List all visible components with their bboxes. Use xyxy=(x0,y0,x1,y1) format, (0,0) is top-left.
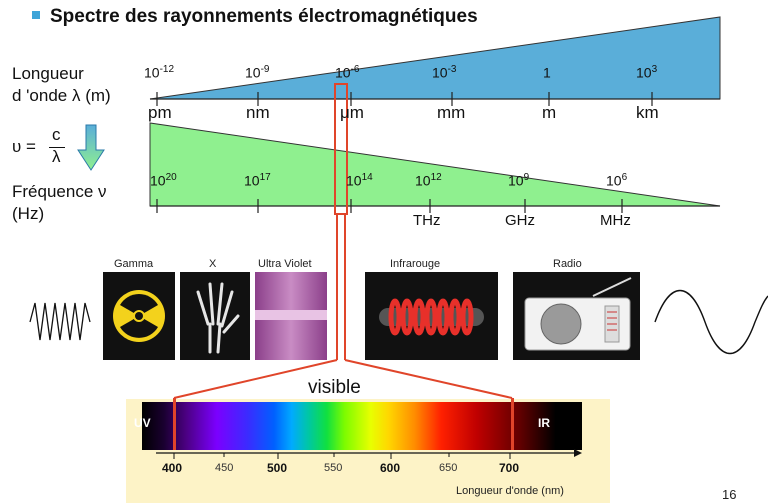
frequency-unit-mhz: MHz xyxy=(600,212,631,229)
wavelength-exp-1: 10-9 xyxy=(245,64,270,81)
wavelength-exp-2: 10-6 xyxy=(335,64,360,81)
guide-funnel-right xyxy=(344,359,513,399)
wavelength-unit-m: m xyxy=(542,103,557,122)
wavelength-unit-nm: nm xyxy=(246,103,270,122)
visible-axis-title: Longueur d'onde (nm) xyxy=(456,485,564,497)
uv-label: UV xyxy=(134,416,151,430)
wavelength-unit-km: km xyxy=(636,103,659,122)
formula-lhs: υ = xyxy=(12,137,36,156)
guide-funnel-left xyxy=(173,359,338,399)
frequency-unit-thz: THz xyxy=(413,212,441,229)
caption-infrarouge: Infrarouge xyxy=(390,258,441,270)
caption-ultraviolet: Ultra Violet xyxy=(258,258,312,270)
frequency-formula: υ = c λ xyxy=(12,125,72,170)
frequency-label-line1: Fréquence ν xyxy=(12,182,107,201)
frequency-exp-5: 106 xyxy=(606,172,628,189)
wavelength-exp-4: 1 xyxy=(543,64,551,81)
caption-gamma: Gamma xyxy=(114,258,154,270)
page-number: 16 xyxy=(722,487,737,502)
visible-label: visible xyxy=(308,377,361,398)
formula-bar xyxy=(49,147,65,148)
frequency-exp-1: 1017 xyxy=(244,172,271,189)
title-text: Spectre des rayonnements électromagnétiq… xyxy=(50,6,478,27)
visible-guide-band xyxy=(334,83,348,215)
xray-picture xyxy=(180,272,250,360)
visible-axis xyxy=(156,449,582,459)
visible-spectrum-panel: UV IR 400 450 500 550 600 650 700 Longue… xyxy=(126,398,610,503)
long-wave-icon xyxy=(654,290,768,354)
title-bullet-icon xyxy=(32,10,40,19)
wavelength-exp-0: 10-12 xyxy=(144,64,175,81)
conversion-arrow-icon xyxy=(77,124,105,171)
wavelength-label-line1: Longueur xyxy=(12,64,84,83)
caption-radio: Radio xyxy=(553,258,582,270)
caption-x: X xyxy=(209,258,217,270)
frequency-wedge xyxy=(149,122,721,207)
short-wave-icon xyxy=(29,302,91,341)
wavelength-unit-mm: mm xyxy=(437,103,466,122)
marker-700 xyxy=(511,398,514,450)
frequency-ticks xyxy=(156,199,623,213)
visible-spectrum-gradient xyxy=(142,402,582,450)
tick-550: 550 xyxy=(324,462,343,474)
frequency-exp-4: 109 xyxy=(508,172,530,189)
wavelength-exp-3: 10-3 xyxy=(432,64,457,81)
radio-picture xyxy=(513,272,640,360)
tick-400: 400 xyxy=(162,461,183,475)
frequency-unit-ghz: GHz xyxy=(505,212,535,229)
tick-650: 650 xyxy=(439,462,458,474)
frequency-exp-2: 1014 xyxy=(346,172,373,189)
heater-coil-icon xyxy=(379,298,484,336)
infrared-picture xyxy=(365,272,498,360)
xray-hand-icon xyxy=(196,282,240,354)
wavelength-label-line2: d 'onde λ (m) xyxy=(12,86,111,105)
wavelength-exp-5: 103 xyxy=(636,64,658,81)
formula-denominator: λ xyxy=(52,147,61,166)
ir-label: IR xyxy=(538,416,550,430)
wavelength-unit-um: μm xyxy=(340,103,364,122)
tick-500: 500 xyxy=(267,461,288,475)
tick-600: 600 xyxy=(380,461,401,475)
frequency-exp-0: 1020 xyxy=(150,172,177,189)
uv-lamp xyxy=(255,310,327,320)
frequency-exp-3: 1012 xyxy=(415,172,442,189)
wavelength-wedge xyxy=(149,16,721,100)
wavelength-unit-pm: pm xyxy=(148,103,172,122)
wavelength-ticks xyxy=(156,92,653,106)
formula-numerator: c xyxy=(52,125,61,144)
gamma-picture xyxy=(103,272,175,360)
ultraviolet-picture xyxy=(255,272,327,360)
frequency-label-line2: (Hz) xyxy=(12,204,45,223)
tick-700: 700 xyxy=(499,461,520,475)
radio-set-icon xyxy=(524,277,632,351)
marker-400 xyxy=(173,398,176,450)
slide-title: Spectre des rayonnements électromagnétiq… xyxy=(32,6,478,28)
radiation-hazard-icon xyxy=(113,290,165,342)
tick-450: 450 xyxy=(215,462,234,474)
